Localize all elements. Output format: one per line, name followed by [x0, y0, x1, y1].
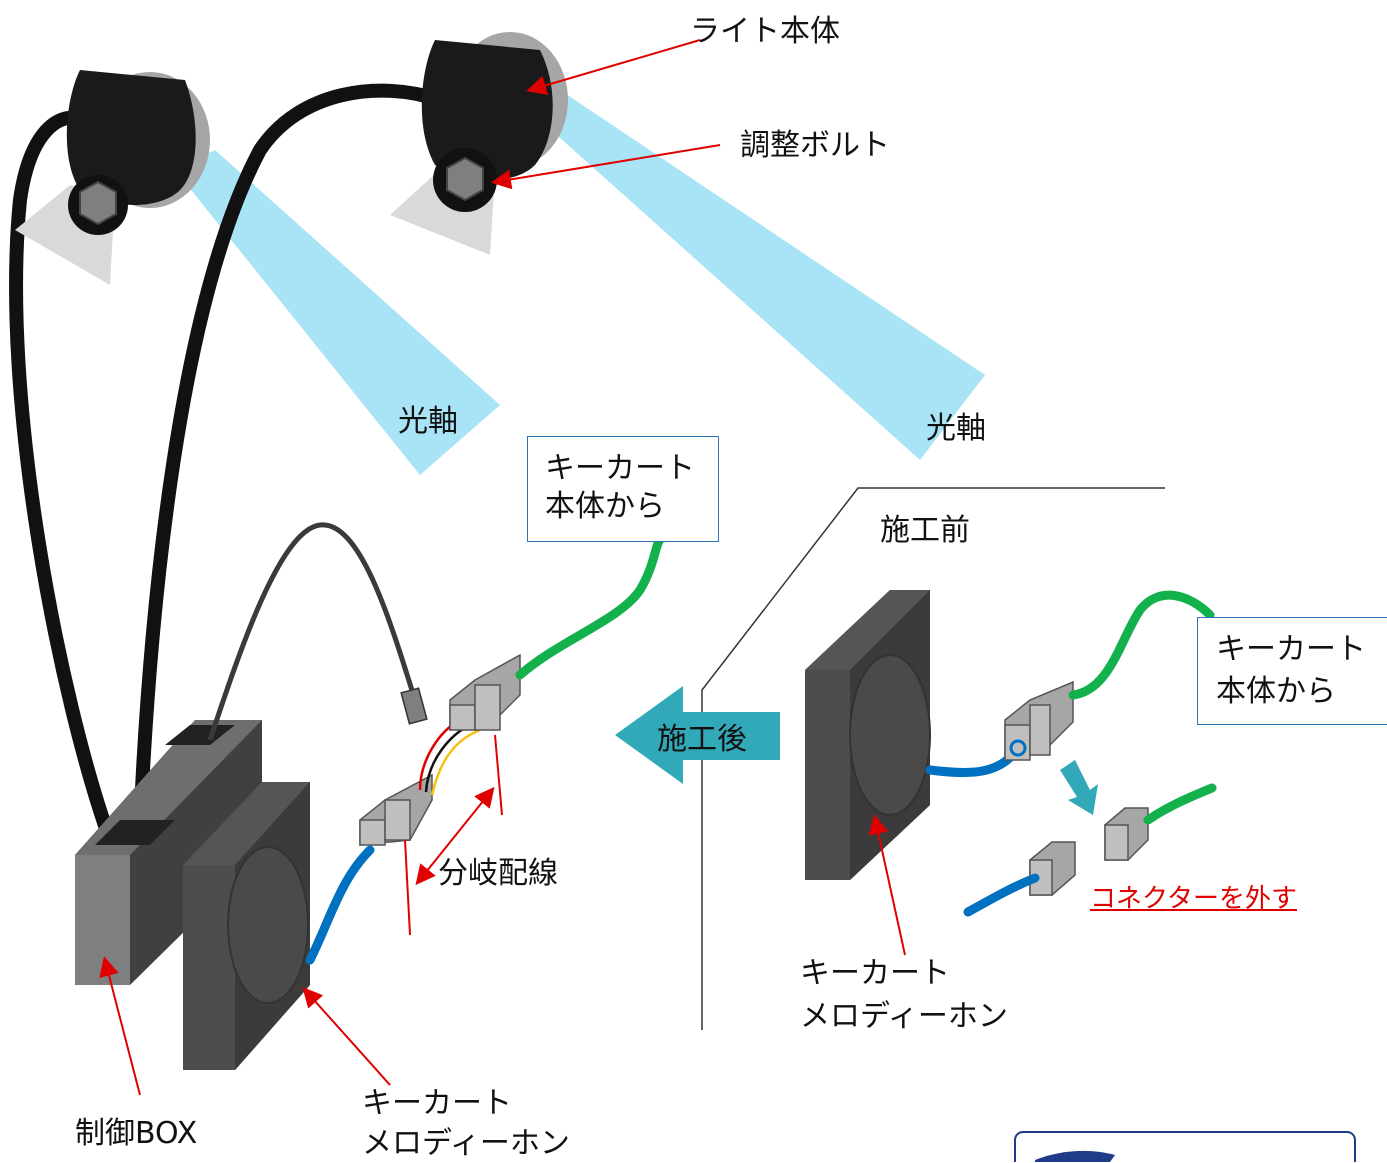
label-horn-left-1: キーカート — [362, 1086, 512, 1121]
label-control-box: 制御BOX — [75, 1116, 198, 1151]
connector-separated-green — [1104, 807, 1149, 861]
branch-line-2 — [494, 734, 503, 816]
logo-mark — [1035, 1150, 1115, 1162]
small-connector — [400, 687, 428, 725]
green-wire-right — [1068, 590, 1215, 700]
after-arrow[interactable] — [615, 686, 780, 784]
connector-right-joined — [1004, 680, 1074, 762]
connector-separated-blue — [1029, 841, 1076, 896]
label-light-body: ライト本体 — [690, 14, 840, 49]
branch-arrow — [415, 786, 495, 886]
label-branch-wiring: 分岐配線 — [438, 856, 558, 891]
adjust-bolt-left — [79, 180, 117, 226]
section-divider — [701, 487, 1165, 1030]
wire-yellow — [430, 728, 481, 796]
disconnect-arrow — [1060, 760, 1098, 815]
light-cable-right — [133, 83, 447, 837]
light-beam-left — [175, 150, 500, 475]
label-horn-left-2: メロディーホン — [362, 1126, 570, 1161]
callout-from-cart-right: キーカート 本体から — [1197, 617, 1387, 725]
green-wire-left — [515, 535, 665, 680]
callout-left-line1: キーカート — [545, 451, 695, 486]
label-disconnect: コネクターを外す — [1090, 884, 1297, 914]
arrow-horn-left — [302, 987, 391, 1086]
light-right — [390, 32, 568, 255]
arrow-adjust-bolt — [491, 144, 721, 190]
blue-wire-separated — [963, 873, 1040, 917]
branch-line-1 — [404, 839, 411, 936]
adjust-bolt-right — [446, 156, 484, 202]
light-cable-left — [9, 110, 117, 847]
light-left — [15, 70, 210, 285]
label-beam-right: 光軸 — [926, 411, 986, 446]
callout-right-line1: キーカート — [1216, 632, 1366, 667]
callout-from-cart-left: キーカート 本体から — [527, 436, 719, 542]
callout-right-line2: 本体から — [1216, 674, 1336, 709]
label-adjust-bolt: 調整ボルト — [740, 128, 890, 163]
light-beam-right — [540, 90, 985, 460]
blue-wire-left — [305, 845, 375, 965]
callout-left-line2: 本体から — [545, 489, 665, 524]
arrow-control-box — [99, 956, 141, 1096]
connector-upper — [449, 653, 521, 731]
label-after: 施工後 — [657, 722, 747, 757]
label-beam-left: 光軸 — [398, 404, 458, 439]
arrow-horn-right — [868, 814, 906, 956]
horn-left — [183, 782, 310, 1070]
connector-lower-left — [359, 773, 433, 846]
arrow-light-body — [526, 39, 701, 96]
label-horn-right-2: メロディーホン — [800, 999, 1008, 1034]
branch-cable-gray — [207, 522, 418, 741]
horn-right — [805, 590, 931, 880]
label-before: 施工前 — [880, 513, 970, 548]
control-box — [75, 720, 262, 985]
label-horn-right-1: キーカート — [800, 956, 950, 991]
green-wire-separated — [1143, 783, 1217, 825]
